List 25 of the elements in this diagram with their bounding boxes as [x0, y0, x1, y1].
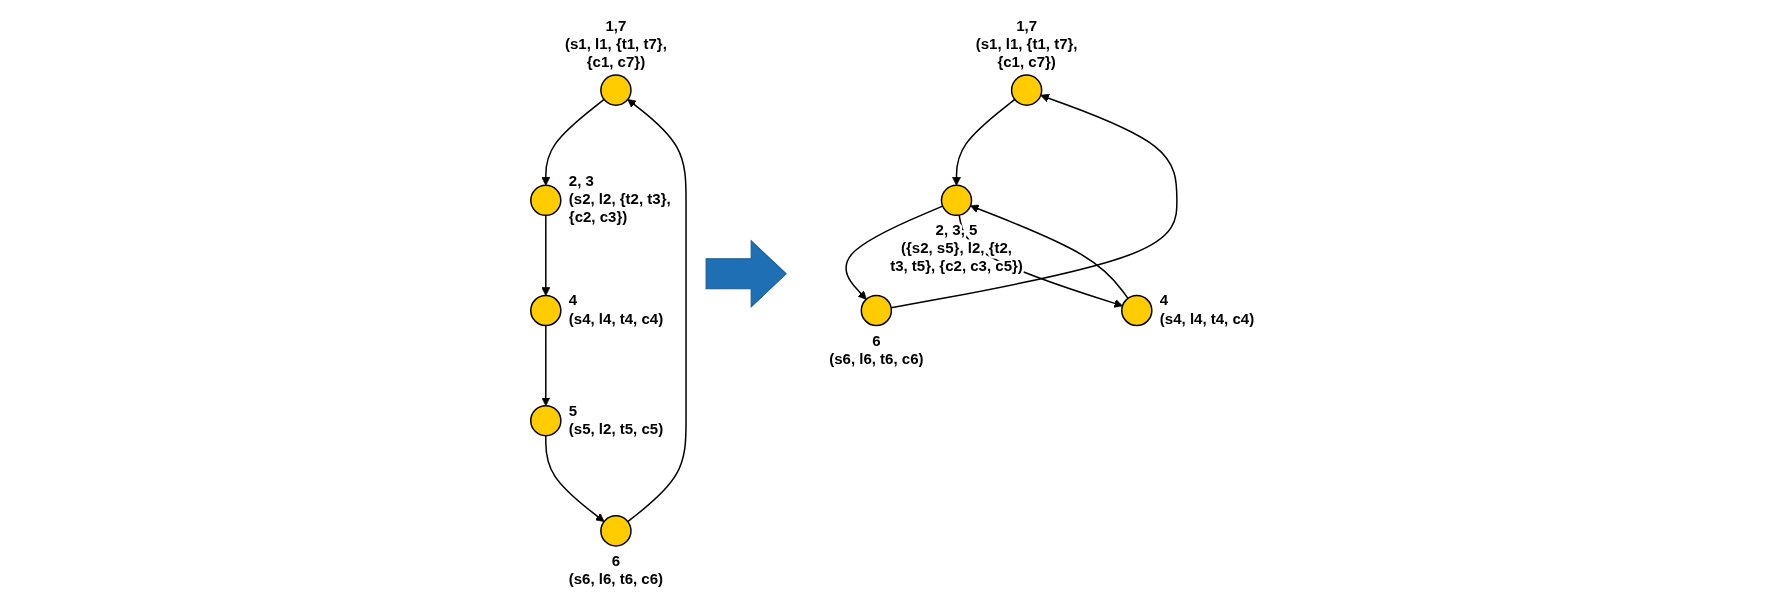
- node-caption: 5 (s5, l2, t5, c5): [568, 401, 664, 437]
- arrow: [541, 324, 551, 406]
- arrow: [627, 98, 687, 522]
- node-circle: [1121, 294, 1153, 326]
- node-circle: [530, 184, 562, 216]
- node-caption: 4 (s4, l4, t4, c4): [568, 291, 664, 327]
- node-caption: 6 (s6, l6, t6, c6): [829, 331, 924, 367]
- arrow: [845, 204, 944, 300]
- node-circle: [940, 184, 973, 216]
- arrow: [970, 204, 1129, 299]
- node-caption: 1,7 (s1, l1, {t1, t7}, {c1, c7}): [565, 16, 667, 70]
- node-circle: [1010, 73, 1043, 106]
- arrow: [541, 98, 605, 186]
- node-circle: [530, 404, 562, 436]
- arrow: [952, 98, 1016, 186]
- node-circle: [600, 514, 632, 547]
- node-caption: 6 (s6, l6, t6, c6): [568, 551, 664, 587]
- node-caption: 1,7 (s1, l1, {t1, t7}, {c1, c7}): [975, 16, 1078, 70]
- node-caption: 2, 3 (s2, l2, {t2, t3}, {c2, c3}): [568, 171, 671, 225]
- node-circle: [600, 73, 632, 106]
- node-circle: [860, 294, 893, 326]
- node-circle: [530, 294, 562, 326]
- arrow: [545, 434, 605, 522]
- arrow: [541, 214, 551, 296]
- node-caption: 4 (s4, l4, t4, c4): [1159, 291, 1255, 327]
